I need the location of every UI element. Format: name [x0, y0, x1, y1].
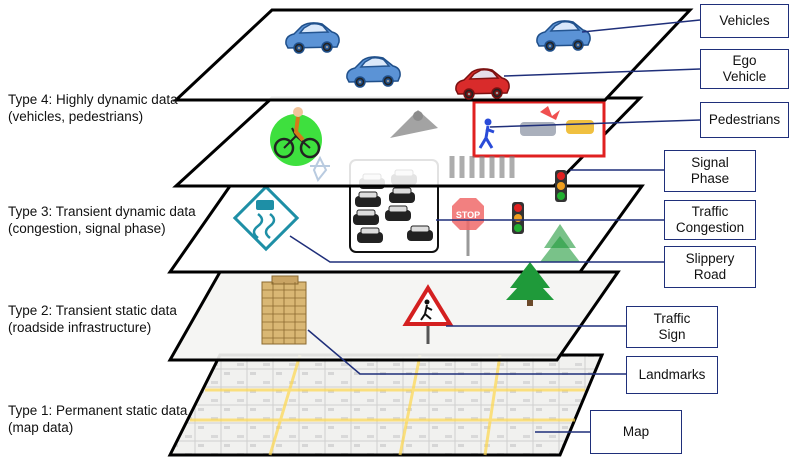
stop-sign-text: STOP [456, 210, 480, 220]
callout-landmarks: Landmarks [626, 356, 718, 394]
type-3-label: Type 3: Transient dynamic data (congesti… [8, 203, 196, 237]
callout-vehicles: Vehicles [700, 4, 789, 38]
type-1-label: Type 1: Permanent static data (map data) [8, 402, 187, 436]
signal-phase-light-icon [555, 170, 567, 202]
crosswalk-icon [452, 156, 512, 178]
callout-traffic-congestion: Traffic Congestion [664, 200, 756, 240]
map-layer-plane [170, 355, 602, 455]
callout-ego-vehicle: Ego Vehicle [700, 49, 789, 89]
infrastructure-layer-plane [170, 272, 618, 360]
callout-signal-phase: Signal Phase [664, 150, 756, 192]
traffic-light-icon [512, 202, 524, 234]
callout-pedestrians: Pedestrians [700, 102, 789, 138]
vehicles-layer-plane [176, 10, 690, 100]
layer-map [170, 355, 602, 455]
type-2-label: Type 2: Transient static data (roadside … [8, 302, 177, 336]
pedestrian-warning-panel [474, 102, 604, 156]
type-4-label: Type 4: Highly dynamic data (vehicles, p… [8, 91, 178, 125]
layer-vehicles [176, 10, 690, 100]
callout-traffic-sign: Traffic Sign [626, 306, 718, 348]
callout-map: Map [590, 410, 682, 454]
layer-roadside-infrastructure [170, 272, 618, 360]
landmark-building-icon [262, 276, 306, 344]
callout-slippery-road: Slippery Road [664, 246, 756, 288]
